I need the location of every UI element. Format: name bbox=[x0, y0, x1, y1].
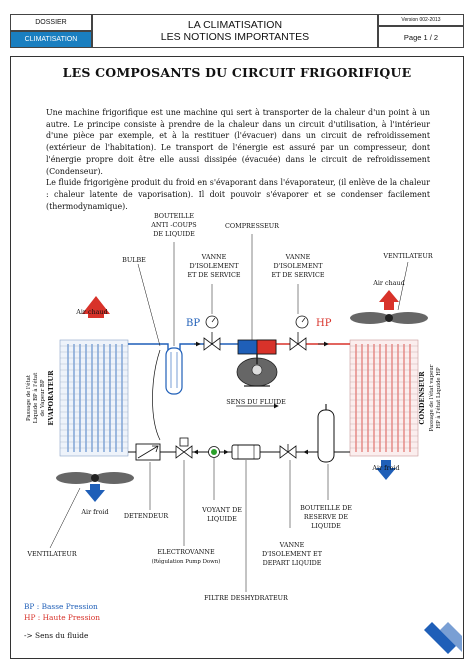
fan-evaporator-bottom bbox=[56, 472, 134, 502]
content-frame bbox=[10, 56, 464, 659]
intro-text: Une machine frigorifique est une machine… bbox=[46, 107, 430, 212]
label-vanne-bp-1: VANNE bbox=[201, 253, 227, 261]
label-compresseur: COMPRESSEUR bbox=[225, 222, 279, 230]
evaporator-coil bbox=[59, 339, 129, 457]
label-bouteille-3: DE LIQUIDE bbox=[153, 230, 195, 238]
label-air-chaud-left: Air chaud bbox=[75, 308, 107, 316]
label-bulbe: BULBE bbox=[122, 256, 146, 264]
label-air-froid-right: Air froid bbox=[371, 464, 399, 472]
label-vanne-hp-2: D'ISOLEMENT bbox=[274, 262, 324, 270]
label-air-chaud-right: Air chaud bbox=[372, 279, 404, 287]
dossier-label: DOSSIER bbox=[10, 14, 92, 31]
label-bouteille-2: ANTI -COUPS bbox=[150, 221, 196, 229]
label-vanne-hp-3: ET DE SERVICE bbox=[271, 271, 324, 279]
label-air-froid-left: Air froid bbox=[80, 508, 108, 516]
label-evaporateur: EVAPORATEUR bbox=[47, 370, 55, 426]
compressor bbox=[236, 339, 278, 387]
condenser-coil bbox=[349, 339, 419, 457]
label-hp-tag: HP bbox=[316, 318, 332, 329]
version-label: Version 002-2013 bbox=[378, 14, 464, 26]
label-cond-side-2: HP à l'état Liquide HP bbox=[435, 367, 442, 429]
fan-condenser-top bbox=[350, 290, 428, 324]
title-line-2: LES NOTIONS IMPORTANTES bbox=[160, 31, 310, 43]
label-bp-tag: BP bbox=[186, 318, 200, 329]
label-evap-side-3: de Vapeur BP bbox=[40, 379, 46, 416]
liquid-receiver bbox=[317, 409, 335, 463]
legend-sens: -> Sens du fluide bbox=[24, 631, 89, 640]
label-cond-side-1: Passage de l'état vapeur bbox=[428, 364, 435, 431]
fan-condenser-bottom bbox=[376, 460, 396, 480]
label-reserve-3: LIQUIDE bbox=[311, 522, 341, 530]
label-bouteille-1: BOUTEILLE bbox=[154, 212, 194, 220]
label-vanne-bp-3: ET DE SERVICE bbox=[187, 271, 240, 279]
intro-paragraph-2: Le fluide frigorigène produit du froid e… bbox=[46, 178, 430, 211]
solenoid-valve bbox=[175, 437, 193, 459]
leader-lines bbox=[49, 234, 409, 592]
decorative-arrow-icon bbox=[424, 622, 462, 654]
document-header: DOSSIER CLIMATISATION LA CLIMATISATION L… bbox=[10, 14, 464, 48]
main-title: LES COMPOSANTS DU CIRCUIT FRIGORIFIQUE bbox=[62, 65, 412, 80]
label-vanne-depart-2: D'ISOLEMENT ET bbox=[262, 550, 323, 558]
label-reserve-1: BOUTEILLE DE bbox=[300, 504, 352, 512]
label-electrovanne: ELECTROVANNE bbox=[157, 548, 215, 556]
intro-paragraph-1: Une machine frigorifique est une machine… bbox=[46, 108, 430, 176]
service-valve-bp bbox=[203, 315, 221, 351]
label-vanne-depart-1: VANNE bbox=[279, 541, 305, 549]
label-ventilateur-top: VENTILATEUR bbox=[382, 252, 432, 260]
label-evap-side-1: Passage de l'état bbox=[25, 374, 32, 421]
liquid-service-valve bbox=[279, 444, 297, 459]
label-filtre: FILTRE DESHYDRATEUR bbox=[204, 594, 288, 602]
document-title: LA CLIMATISATION LES NOTIONS IMPORTANTES bbox=[92, 14, 378, 48]
label-detendeur: DETENDEUR bbox=[124, 512, 168, 520]
service-valve-hp bbox=[289, 315, 309, 351]
fan-evaporator-top bbox=[82, 296, 110, 318]
label-vanne-depart-3: DEPART LIQUIDE bbox=[263, 559, 322, 567]
expansion-valve bbox=[135, 443, 161, 461]
label-ventilateur-bottom: VENTILATEUR bbox=[26, 550, 76, 558]
label-reserve-2: RESERVE DE bbox=[304, 513, 349, 521]
title-line-1: LA CLIMATISATION bbox=[187, 19, 283, 31]
label-electrovanne-note: (Régulation Pump Down) bbox=[152, 558, 221, 565]
flow-arrows bbox=[193, 341, 329, 455]
label-voyant-2: LIQUIDE bbox=[207, 515, 237, 523]
page-number: Page 1 / 2 bbox=[378, 26, 464, 48]
label-vanne-bp-2: D'ISOLEMENT bbox=[190, 262, 240, 270]
label-sens-fluide: SENS DU FLUIDE bbox=[226, 398, 286, 406]
suction-accumulator bbox=[165, 347, 183, 395]
category-label: CLIMATISATION bbox=[10, 31, 92, 48]
label-vanne-hp-1: VANNE bbox=[285, 253, 311, 261]
label-evap-side-2: Liquide BP à l'état bbox=[32, 372, 39, 423]
sight-glass bbox=[208, 446, 220, 458]
legend-hp: HP : Haute Pression bbox=[24, 613, 100, 622]
label-voyant-1: VOYANT DE bbox=[201, 506, 242, 514]
filter-drier bbox=[231, 444, 261, 460]
legend-bp: BP : Basse Pression bbox=[24, 602, 98, 611]
label-condenseur: CONDENSEUR bbox=[418, 371, 426, 425]
